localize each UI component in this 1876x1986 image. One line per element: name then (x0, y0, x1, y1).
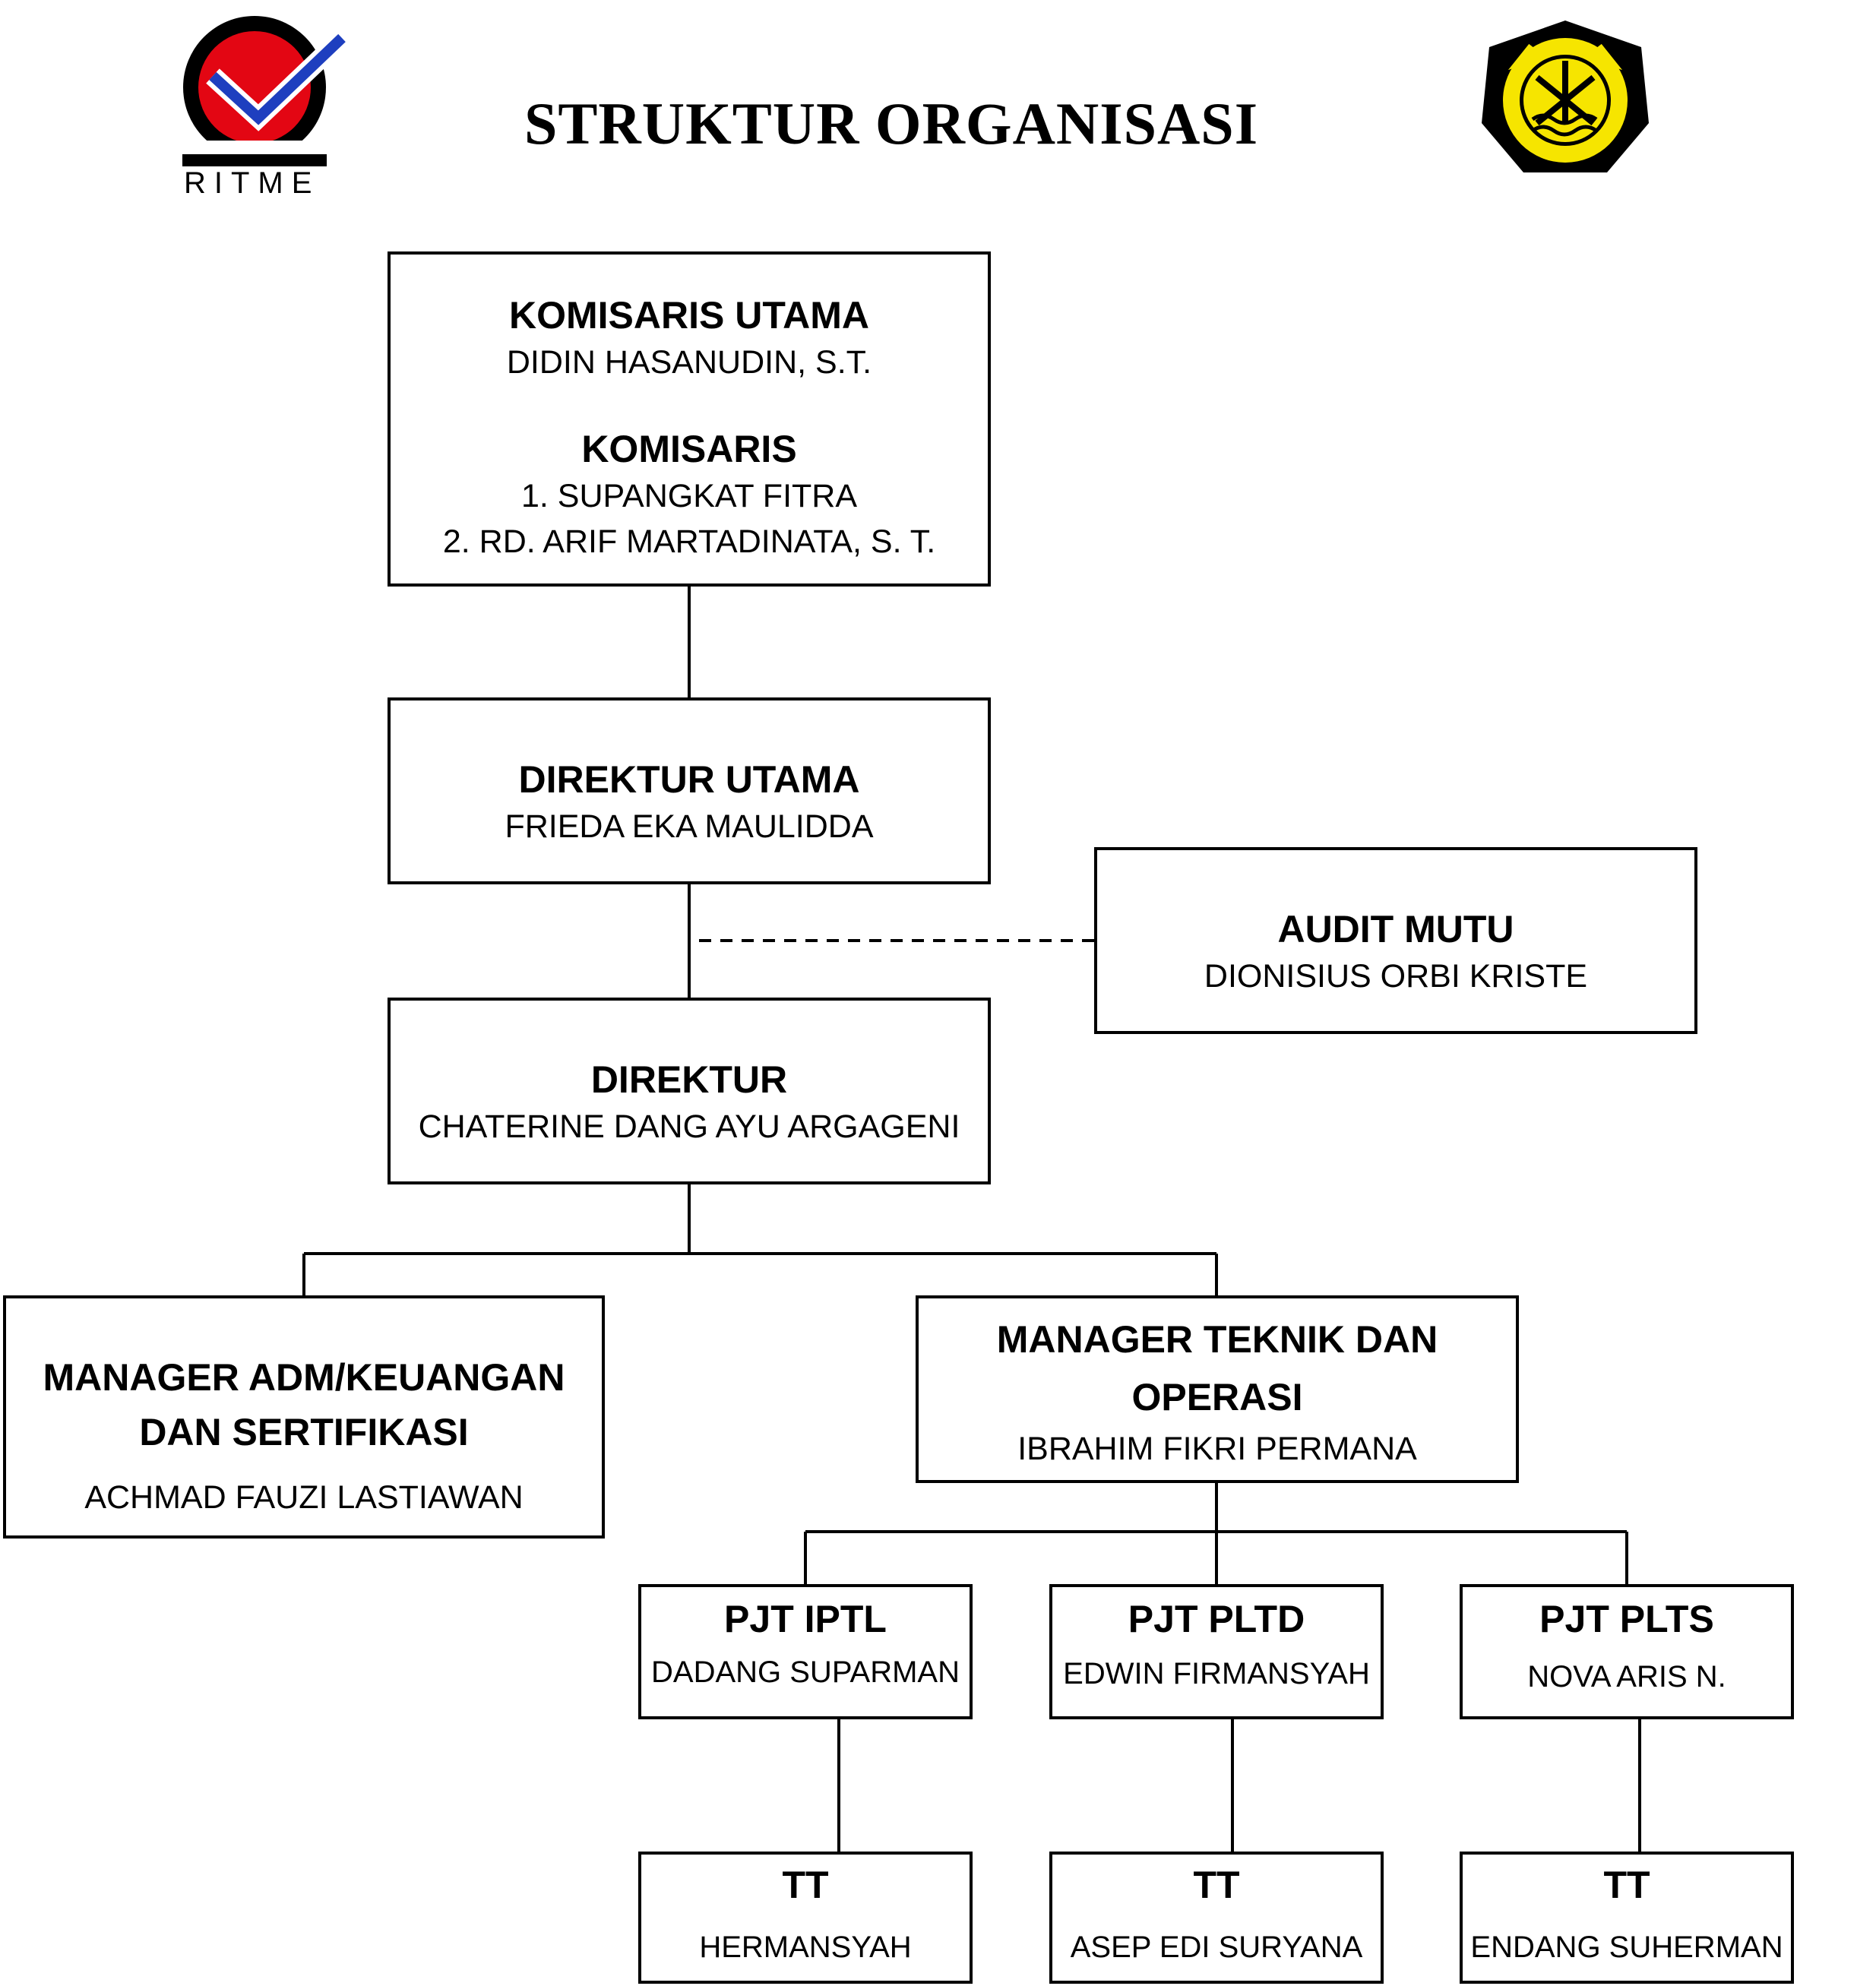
manager-teknik-box: MANAGER TEKNIK DAN OPERASI IBRAHIM FIKRI… (916, 1295, 1519, 1483)
tt-3-title: TT (1603, 1864, 1650, 1906)
pjt-plts-title: PJT PLTS (1539, 1598, 1714, 1640)
tt-2-name: ASEP EDI SURYANA (1070, 1931, 1363, 1964)
pjt-iptl-box: PJT IPTL DADANG SUPARMAN (638, 1584, 973, 1719)
manager-adm-name: ACHMAD FAUZI LASTIAWAN (84, 1479, 524, 1516)
direktur-utama-box: DIREKTUR UTAMA FRIEDA EKA MAULIDDA (388, 697, 991, 884)
pjt-iptl-name: DADANG SUPARMAN (651, 1656, 960, 1689)
ritme-logo: RITME (175, 11, 350, 201)
direktur-box: DIREKTUR CHATERINE DANG AYU ARGAGENI (388, 998, 991, 1184)
komisaris-box: KOMISARIS UTAMA DIDIN HASANUDIN, S.T. KO… (388, 251, 991, 587)
pjt-pltd-box: PJT PLTD EDWIN FIRMANSYAH (1049, 1584, 1384, 1719)
komisaris-member-1: 1. SUPANGKAT FITRA (520, 478, 858, 514)
page-title: STRUKTUR ORGANISASI (524, 90, 1259, 157)
pjt-pltd-name: EDWIN FIRMANSYAH (1063, 1657, 1370, 1690)
tt-box-3: TT ENDANG SUHERMAN (1460, 1852, 1794, 1984)
komisaris-member-2: 2. RD. ARIF MARTADINATA, S. T. (442, 523, 936, 560)
manager-adm-title-line-2: DAN SERTIFIKASI (139, 1411, 469, 1453)
komisaris-utama-title: KOMISARIS UTAMA (508, 294, 870, 337)
manager-teknik-title-line-1: MANAGER TEKNIK DAN (996, 1318, 1438, 1361)
manager-teknik-title-line-2: OPERASI (1131, 1376, 1303, 1418)
pjt-plts-box: PJT PLTS NOVA ARIS N. (1460, 1584, 1794, 1719)
manager-adm-box: MANAGER ADM/KEUANGAN DAN SERTIFIKASI ACH… (3, 1295, 605, 1539)
direktur-utama-name: FRIEDA EKA MAULIDDA (505, 808, 874, 845)
tt-1-title: TT (782, 1864, 829, 1906)
direktur-title: DIREKTUR (590, 1058, 788, 1101)
audit-mutu-box: AUDIT MUTU DIONISIUS ORBI KRISTE (1094, 847, 1697, 1034)
manager-adm-title-line-1: MANAGER ADM/KEUANGAN (43, 1356, 565, 1399)
ritme-logo-text: RITME (184, 166, 321, 200)
tt-3-name: ENDANG SUHERMAN (1470, 1931, 1783, 1964)
tt-box-2: TT ASEP EDI SURYANA (1049, 1852, 1384, 1984)
pjt-plts-name: NOVA ARIS N. (1527, 1660, 1726, 1693)
pjt-iptl-title: PJT IPTL (724, 1598, 887, 1640)
tt-1-name: HERMANSYAH (699, 1931, 912, 1964)
tt-box-1: TT HERMANSYAH (638, 1852, 973, 1984)
direktur-name: CHATERINE DANG AYU ARGAGENI (418, 1108, 960, 1145)
manager-teknik-name: IBRAHIM FIKRI PERMANA (1017, 1431, 1417, 1467)
audit-mutu-title: AUDIT MUTU (1277, 908, 1514, 950)
direktur-utama-title: DIREKTUR UTAMA (518, 758, 860, 801)
tt-2-title: TT (1193, 1864, 1240, 1906)
esdm-logo (1478, 17, 1653, 184)
ritme-emblem-icon (182, 16, 349, 166)
komisaris-title: KOMISARIS (581, 428, 797, 470)
esdm-emblem-icon (1482, 21, 1649, 172)
komisaris-utama-name: DIDIN HASANUDIN, S.T. (506, 344, 872, 381)
audit-mutu-name: DIONISIUS ORBI KRISTE (1204, 958, 1588, 995)
pjt-pltd-title: PJT PLTD (1128, 1598, 1305, 1640)
